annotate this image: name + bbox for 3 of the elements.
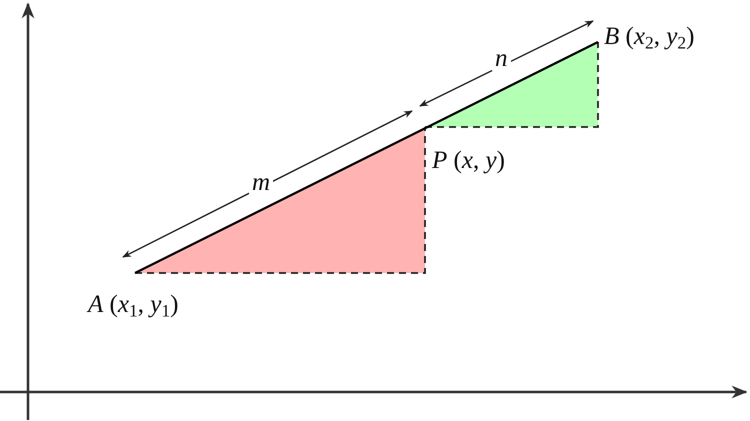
point-label: B (x$_{2}$, y$_{2}$) xyxy=(604,24,694,49)
point-label: P (x, y) xyxy=(432,148,505,173)
point-label: A (x$_{1}$, y$_{1}$) xyxy=(88,292,178,317)
